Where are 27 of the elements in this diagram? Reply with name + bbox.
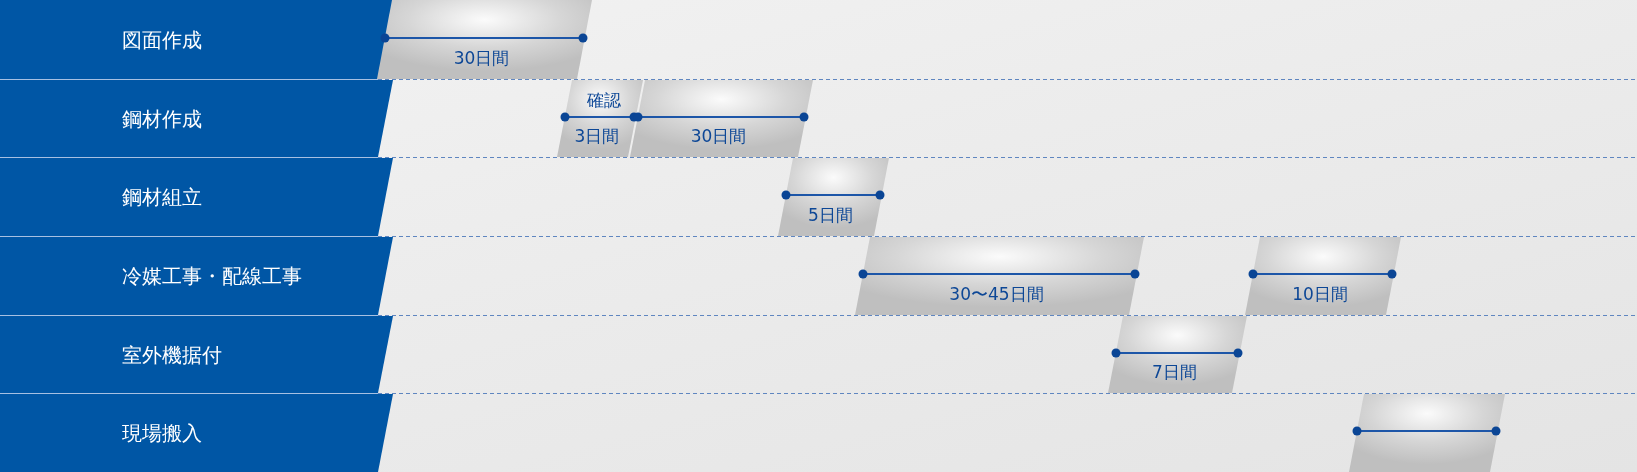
phase-label: 冷媒工事・配線工事 (122, 264, 302, 288)
duration-label: 30日間 (453, 47, 510, 68)
task-bar (1108, 316, 1247, 393)
row-header (0, 80, 393, 157)
phase-label: 室外機据付 (122, 342, 222, 367)
duration-label: 3日間 (574, 126, 620, 147)
duration-label: 5日間 (808, 204, 853, 226)
row-header (0, 316, 393, 393)
task-bar (778, 158, 889, 236)
phase-label: 現場搬入 (122, 421, 202, 445)
task-bar (1349, 394, 1505, 472)
phase-label: 鋼材作成 (122, 106, 202, 131)
row-header (0, 394, 393, 472)
phase-label: 鋼材組立 (122, 185, 202, 209)
duration-label: 30日間 (690, 126, 747, 147)
duration-label: 7日間 (1152, 362, 1197, 383)
phase-label: 図面作成 (122, 27, 202, 52)
row-header (0, 0, 393, 79)
task-bar (377, 0, 592, 79)
task-bar (855, 237, 1144, 315)
row-header (0, 237, 393, 315)
note-label: 確認 (587, 89, 621, 111)
row-header (0, 158, 393, 236)
task-bar (557, 80, 643, 157)
duration-label: 30〜45日間 (949, 283, 1044, 305)
task-bar (1245, 237, 1401, 315)
duration-label: 10日間 (1292, 283, 1348, 305)
